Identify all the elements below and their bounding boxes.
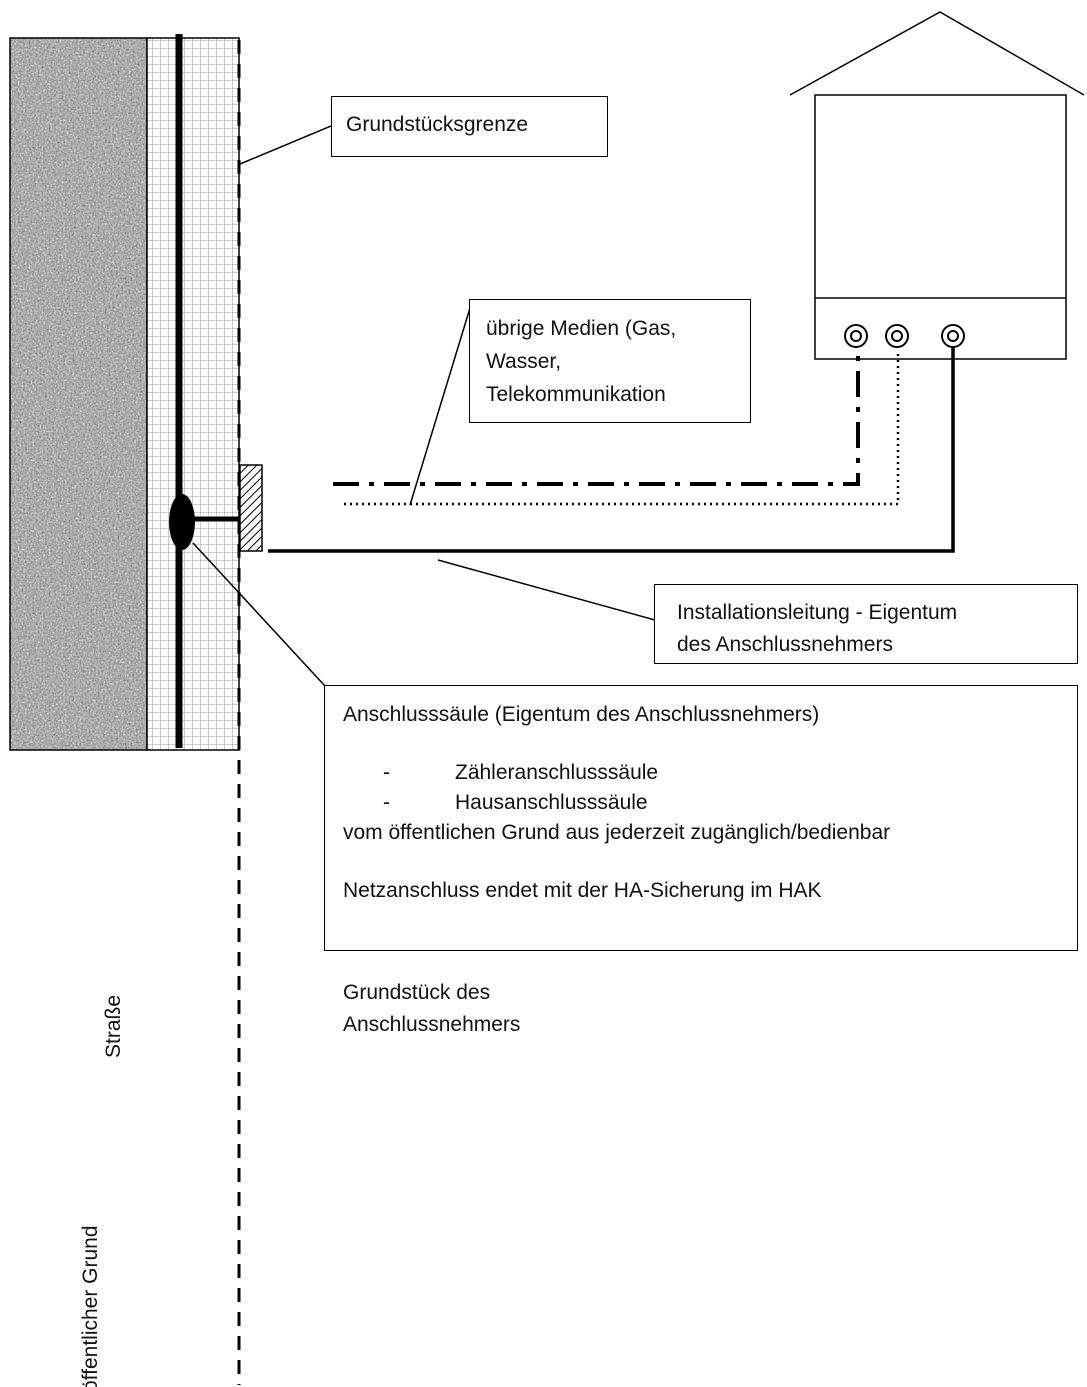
sidewalk-strip: [146, 37, 240, 751]
owner-property-line-2: Anschlussnehmers: [343, 1013, 521, 1036]
column-leader-line: [192, 542, 326, 687]
road-area: [9, 37, 148, 751]
access-note: vom öffentlichen Grund aus jederzeit zug…: [343, 821, 891, 844]
bullet-text: Zähleranschlusssäule: [455, 761, 659, 784]
public-ground-label: öffentlicher Grund: [79, 1225, 102, 1387]
connection-column-title: Anschlusssäule (Eigentum des Anschlussne…: [343, 703, 820, 726]
connection-column-label: Anschlusssäule (Eigentum des Anschlussne…: [324, 685, 1078, 951]
terminal-icon: [885, 324, 909, 348]
end-note: Netzanschluss endet mit der HA-Sicherung…: [343, 879, 822, 902]
property-boundary-text: Grundstücksgrenze: [346, 113, 529, 136]
other-media-label: übrige Medien (Gas, Wasser, Telekommunik…: [469, 299, 751, 423]
street-label: Straße: [102, 994, 125, 1058]
bullet-item: -Zähleranschlusssäule: [383, 761, 659, 784]
owner-property-label: Grundstück des Anschlussnehmers: [343, 977, 520, 1041]
installation-line-text-2: des Anschlussnehmers: [677, 633, 893, 656]
media-leader-line: [409, 307, 471, 506]
house-icon: [789, 11, 1085, 360]
installation-line-label: Installationsleitung - Eigentum des Ansc…: [654, 584, 1078, 664]
boundary-leader-line: [239, 125, 332, 165]
other-media-line-1: übrige Medien (Gas,: [486, 317, 677, 340]
water-telecom-line: [344, 350, 900, 506]
bullet-text: Hausanschlusssäule: [455, 791, 648, 814]
connection-column-symbol: [239, 464, 263, 552]
installation-leader-line: [437, 559, 656, 621]
bullet-item: -Hausanschlusssäule: [383, 791, 648, 814]
other-media-line-3: Telekommunikation: [486, 383, 666, 406]
gas-line: [333, 350, 860, 486]
property-boundary-label: Grundstücksgrenze: [331, 96, 608, 157]
installation-line-text-1: Installationsleitung - Eigentum: [677, 601, 958, 624]
cable-joint: [169, 494, 195, 550]
owner-property-line-1: Grundstück des: [343, 981, 491, 1004]
terminal-icon: [844, 324, 868, 348]
other-media-line-2: Wasser,: [486, 350, 562, 373]
installation-line: [268, 347, 955, 553]
